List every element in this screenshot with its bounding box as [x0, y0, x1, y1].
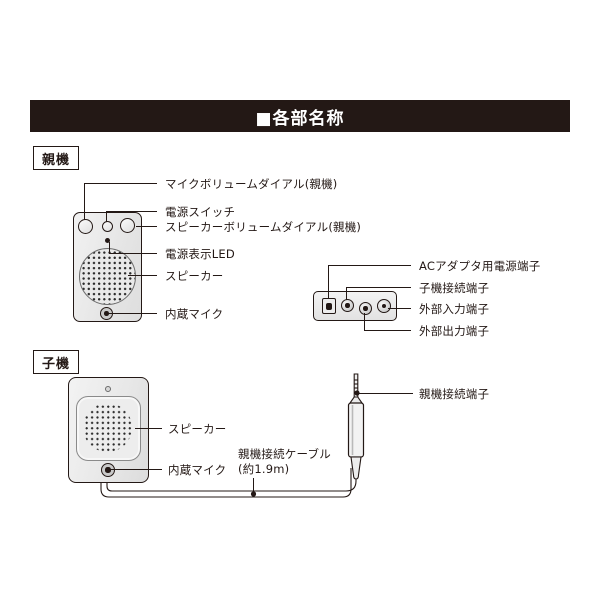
label-speaker-volume-dial: スピーカーボリュームダイアル(親機) [165, 220, 362, 234]
section-chip-sub-unit: 子機 [33, 350, 79, 374]
label-external-output: 外部出力端子 [419, 324, 490, 338]
external-output-jack-icon [377, 299, 391, 313]
external-input-jack-icon [359, 302, 372, 315]
label-cable-name: 親機接続ケーブル [238, 447, 331, 461]
section-header-bar: ■各部名称 [30, 100, 570, 132]
sub-unit-builtin-mic-icon [101, 463, 115, 477]
leader-power-led-h [109, 253, 157, 254]
leader-extin-h [388, 308, 411, 309]
leader-subjack-h [346, 287, 411, 288]
ac-adapter-jack-icon [322, 298, 336, 314]
label-sub-unit-terminal: 子機接続端子 [419, 281, 490, 295]
label-cable-length: (約1.9m) [238, 462, 290, 476]
stereo-plug-icon [347, 373, 365, 480]
leader-subjack-v [346, 287, 347, 300]
mic-volume-dial-icon [78, 219, 93, 234]
leader-power-led-v [109, 242, 110, 254]
leader-sub-mic-h [110, 469, 162, 470]
leader-speaker-h [128, 275, 157, 276]
section-chip-main-unit: 親機 [33, 146, 79, 170]
label-power-switch: 電源スイッチ [165, 205, 236, 219]
speaker-volume-dial-icon [120, 218, 135, 233]
main-unit-speaker-grille-icon [79, 248, 136, 305]
label-sub-speaker: スピーカー [168, 422, 227, 436]
label-external-input: 外部入力端子 [419, 302, 490, 316]
leader-mic-volume-v [84, 183, 85, 220]
sub-unit-jack-icon [341, 299, 354, 312]
leader-ac-v [328, 265, 329, 298]
label-power-led: 電源表示LED [165, 247, 235, 261]
label-ac-adapter-terminal: ACアダプタ用電源端子 [419, 259, 541, 273]
sub-unit-led-icon [105, 386, 111, 392]
leader-mic-volume-h [84, 183, 157, 184]
power-led-icon [105, 238, 110, 243]
power-switch-icon [102, 221, 113, 232]
leader-sub-speaker-h [135, 428, 162, 429]
leader-extout-v [364, 313, 365, 331]
leader-plug-h [358, 393, 413, 394]
leader-power-switch-h [106, 211, 157, 212]
label-sub-builtin-mic: 内蔵マイク [168, 463, 227, 477]
page-title: ■各部名称 [255, 108, 345, 129]
section-chip-main-unit-label: 親機 [41, 152, 70, 168]
leader-power-switch-v [106, 211, 107, 222]
label-mic-volume-dial: マイクボリュームダイアル(親機) [165, 177, 338, 191]
leader-cable-v [253, 478, 254, 494]
leader-extout-h [364, 330, 411, 331]
leader-builtin-mic-h [108, 313, 157, 314]
leader-speaker-volume-h [136, 226, 157, 227]
label-main-builtin-mic: 内蔵マイク [165, 307, 224, 321]
label-plug-terminal: 親機接続端子 [419, 387, 490, 401]
sub-unit-speaker-grille-icon [83, 403, 132, 452]
leader-ac-h [328, 265, 411, 266]
label-main-speaker: スピーカー [165, 269, 224, 283]
section-chip-sub-unit-label: 子機 [41, 356, 70, 372]
